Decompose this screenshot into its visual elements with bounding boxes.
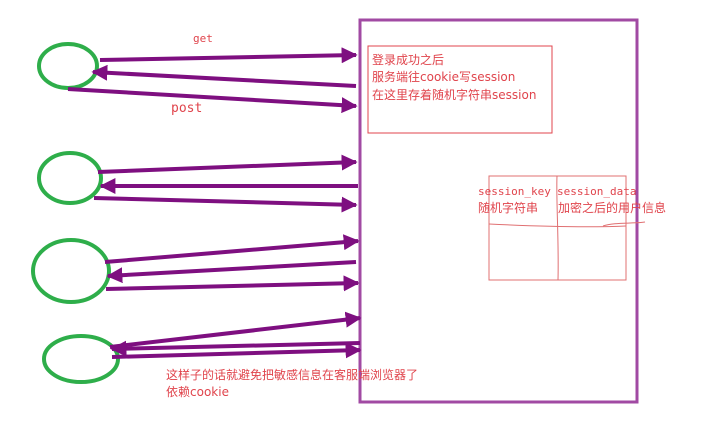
arrow-post-request (67, 87, 358, 114)
session-table-divider-vertical (556, 175, 559, 281)
server-note-box (367, 45, 553, 134)
session-table-scribble (602, 221, 646, 227)
client-circle-2 (37, 151, 103, 205)
server-note-line-1: 登录成功之后 (372, 52, 444, 67)
session-table-box (488, 175, 627, 281)
arrow-client3-request (104, 234, 360, 264)
arrow-client4-second (111, 342, 362, 359)
arrow-client2-second (93, 196, 358, 213)
arrow-get-response (91, 64, 357, 88)
session-data-header: session_data (557, 185, 636, 198)
client-circle-4 (42, 334, 120, 384)
post-label: post (171, 101, 202, 116)
bottom-note-line-1: 这样子的话就避免把敏感信息在客服端浏览器了 (166, 367, 418, 382)
arrow-client2-request (97, 154, 358, 174)
session-table-divider-horizontal (488, 223, 627, 228)
arrow-client4-response (110, 340, 361, 357)
server-note-line-2: 服务端往cookie写session (372, 69, 515, 84)
session-key-value: 随机字符串 (478, 200, 538, 215)
session-key-header: session_key (478, 185, 551, 198)
get-label: get (193, 32, 213, 45)
client-circle-1 (37, 42, 99, 90)
arrow-get-request (99, 47, 358, 64)
arrow-client4-request (109, 311, 362, 349)
arrow-client3-second (105, 275, 360, 292)
server-note-line-3: 在这里存着随机字符串session (372, 87, 536, 102)
arrow-client3-response (106, 260, 357, 284)
client-circle-3 (31, 238, 111, 304)
server-box (358, 18, 639, 404)
bottom-note-line-2: 依赖cookie (166, 384, 229, 399)
session-data-value: 加密之后的用户信息 (558, 200, 666, 215)
